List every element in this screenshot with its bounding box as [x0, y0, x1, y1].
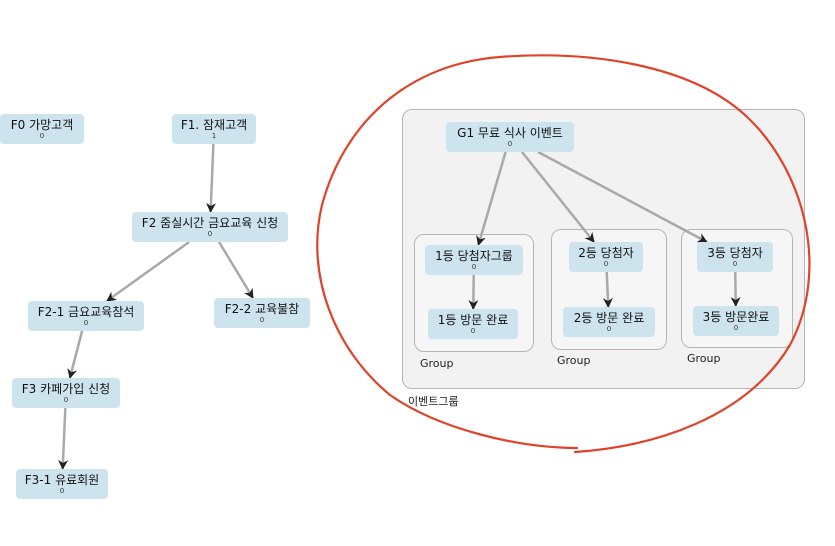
- node-f0-label: F0 가망고객: [10, 118, 74, 132]
- node-v3-count: 0: [733, 324, 739, 332]
- node-f3-1-label: F3-1 유료회원: [24, 473, 100, 487]
- node-w3-count: 0: [732, 260, 738, 268]
- node-w3-label: 3등 당첨자: [707, 246, 763, 260]
- edge-w2-to-v2: [602, 271, 613, 308]
- node-f2-label: F2 줌실시간 금요교육 신청: [141, 216, 279, 230]
- node-w3[interactable]: 3등 당첨자 0: [697, 242, 773, 272]
- node-v2-label: 2등 방문 완료: [573, 311, 645, 325]
- node-v1-count: 0: [470, 327, 476, 335]
- node-g1-count: 0: [507, 140, 513, 148]
- node-g1-label: G1 무료 식사 이벤트: [457, 126, 563, 140]
- edge-f2-to-f2_1: [106, 240, 190, 303]
- node-f1-label: F1. 잠재고객: [180, 118, 248, 132]
- node-w1-label: 1등 당첨자그룹: [435, 249, 513, 263]
- node-f0[interactable]: F0 가망고객 0: [0, 114, 84, 144]
- node-w2-label: 2등 당첨자: [578, 246, 634, 260]
- node-f2-2-count: 0: [259, 316, 265, 324]
- node-v1[interactable]: 1등 방문 완료 0: [428, 309, 518, 339]
- edge-g1-to-w1: [476, 151, 507, 246]
- node-w2-count: 0: [603, 260, 609, 268]
- node-f3[interactable]: F3 카페가입 신청 0: [12, 378, 120, 408]
- node-v1-label: 1등 방문 완료: [437, 313, 509, 327]
- node-g1[interactable]: G1 무료 식사 이벤트 0: [446, 122, 574, 152]
- edge-f3-to-f3_1: [58, 407, 69, 470]
- node-f3-1[interactable]: F3-1 유료회원 0: [16, 469, 108, 499]
- edge-g1-to-w2: [521, 151, 595, 243]
- node-f2-2[interactable]: F2-2 교육불참 0: [214, 298, 310, 328]
- edge-f2_1-to-f3: [67, 330, 84, 379]
- node-w2[interactable]: 2등 당첨자 0: [569, 242, 643, 272]
- node-w1-count: 0: [471, 263, 477, 271]
- node-f2-2-label: F2-2 교육불참: [224, 302, 300, 316]
- node-w1[interactable]: 1등 당첨자그룹 0: [425, 245, 523, 275]
- node-v3[interactable]: 3등 방문완료 0: [693, 306, 779, 336]
- node-f3-count: 0: [63, 396, 69, 404]
- node-f3-label: F3 카페가입 신청: [21, 382, 111, 396]
- node-f2-1[interactable]: F2-1 금요교육참석 0: [28, 301, 144, 331]
- node-v3-label: 3등 방문완료: [702, 310, 770, 324]
- node-v2[interactable]: 2등 방문 완료 0: [563, 307, 655, 337]
- node-f2-1-count: 0: [83, 319, 89, 327]
- node-f2-1-label: F2-1 금요교육참석: [37, 305, 135, 319]
- node-f2-count: 0: [207, 230, 213, 238]
- node-f1-count: 1: [211, 132, 217, 140]
- edge-f1-to-f2: [205, 143, 216, 213]
- node-f2[interactable]: F2 줌실시간 금요교육 신청 0: [132, 212, 288, 242]
- edge-w3-to-v3: [730, 271, 741, 307]
- node-f0-count: 0: [39, 132, 45, 140]
- node-f3-1-count: 0: [59, 487, 65, 495]
- edge-g1-to-w3: [537, 150, 708, 244]
- edge-w1-to-v1: [468, 274, 479, 310]
- node-f1[interactable]: F1. 잠재고객 1: [172, 114, 256, 144]
- edge-f2-to-f2_2: [218, 241, 254, 299]
- node-v2-count: 0: [606, 325, 612, 333]
